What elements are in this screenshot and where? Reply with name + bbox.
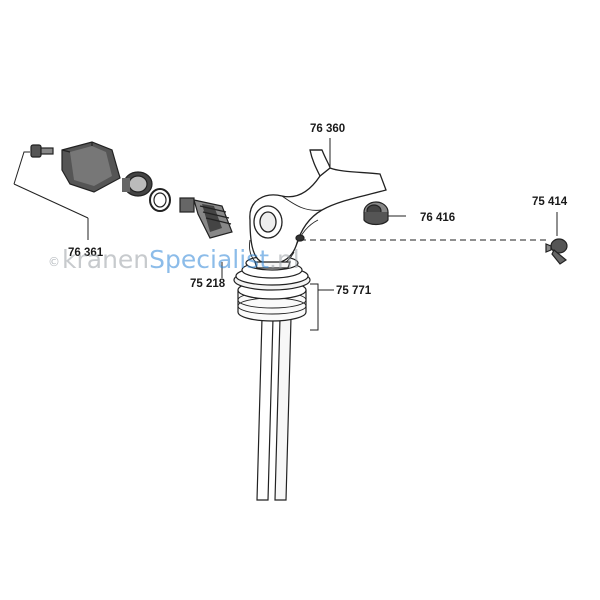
watermark-copyright-symbol: ©: [48, 255, 60, 269]
set-screw-drawing: [545, 238, 568, 265]
label-aerator: 76 416: [420, 212, 455, 224]
watermark-part-specialist: Specialist: [149, 245, 269, 274]
label-cartridge: 75 218: [190, 278, 226, 290]
spout-body-drawing: [249, 149, 387, 269]
watermark-text: kranenSpecialist.nl: [62, 245, 300, 274]
leader-lines: [13, 138, 558, 331]
aerator-drawing: [363, 201, 389, 226]
handle-assembly-drawing: [30, 141, 171, 212]
label-handle-assembly: 76 361: [68, 247, 104, 259]
label-spout-body: 76 360: [310, 123, 345, 135]
watermark-part-kranen: kranen: [62, 245, 149, 274]
supply-hoses: [256, 317, 292, 501]
label-mounting-set: 75 771: [336, 285, 372, 297]
label-set-screw: 75 414: [532, 196, 568, 208]
watermark-part-nl: .nl: [269, 245, 300, 274]
cartridge-drawing: [179, 197, 233, 239]
watermark: © kranenSpecialist.nl: [48, 245, 300, 274]
